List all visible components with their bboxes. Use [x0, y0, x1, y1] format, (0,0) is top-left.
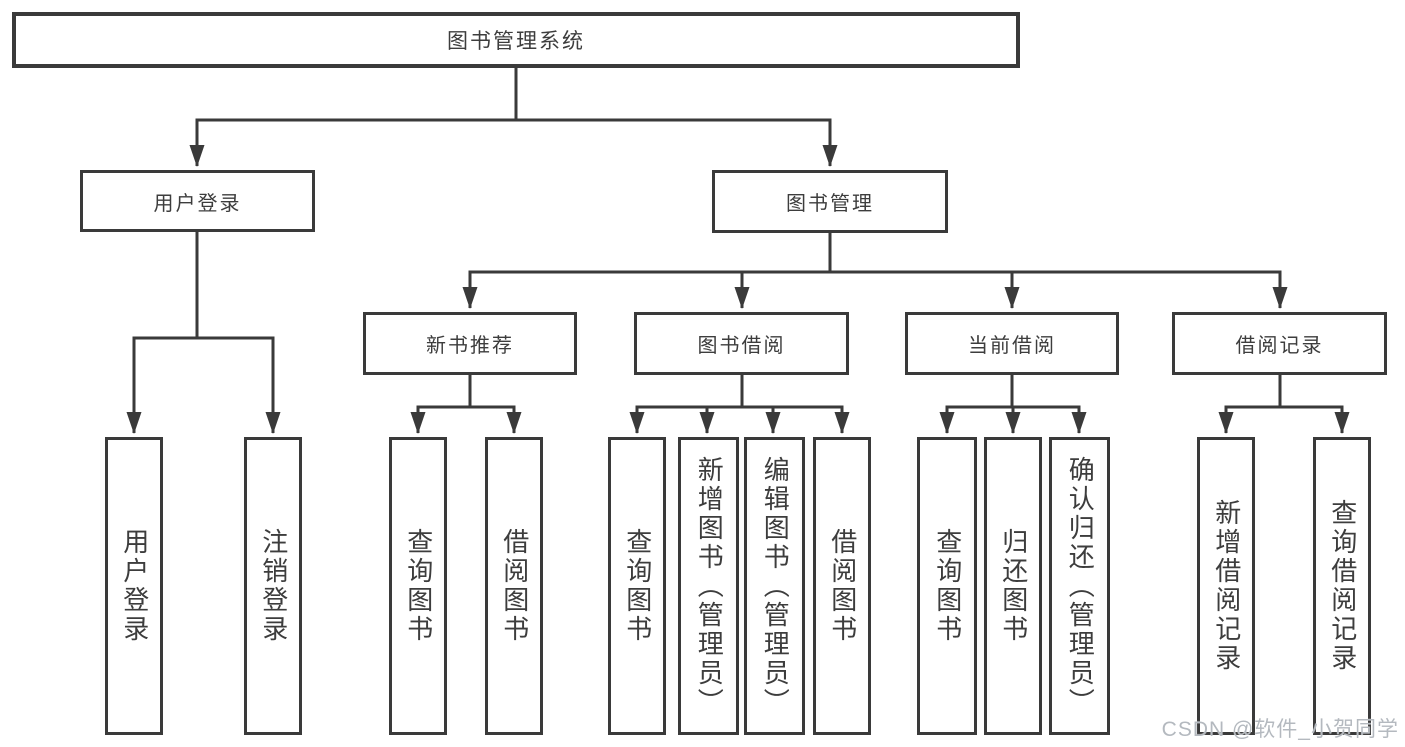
leaf-query-books-borrowing: 查询图书: [608, 437, 666, 735]
leaf-query-books-recommend: 查询图书: [389, 437, 447, 735]
node-user-login: 用户登录: [80, 170, 315, 232]
csdn-watermark: CSDN @软件_小贺同学: [1161, 718, 1399, 741]
node-new-book-recommendation: 新书推荐: [363, 312, 577, 375]
node-root-library-management-system: 图书管理系统: [12, 12, 1020, 68]
leaf-user-login: 用户登录: [105, 437, 163, 735]
leaf-borrow-books-recommend: 借阅图书: [485, 437, 543, 735]
node-borrowing-records: 借阅记录: [1172, 312, 1387, 375]
leaf-confirm-return-admin: 确认归还（管理员）: [1049, 437, 1110, 735]
leaf-query-books-current: 查询图书: [917, 437, 977, 735]
leaf-borrow-books: 借阅图书: [813, 437, 871, 735]
leaf-logout: 注销登录: [244, 437, 302, 735]
leaf-add-borrow-record: 新增借阅记录: [1197, 437, 1255, 735]
leaf-add-books-admin: 新增图书（管理员）: [678, 437, 739, 735]
node-current-borrowing: 当前借阅: [905, 312, 1119, 375]
node-book-management: 图书管理: [712, 170, 948, 233]
leaf-edit-books-admin: 编辑图书（管理员）: [744, 437, 805, 735]
leaf-query-borrow-record: 查询借阅记录: [1313, 437, 1371, 735]
leaf-return-books: 归还图书: [984, 437, 1042, 735]
node-book-borrowing: 图书借阅: [634, 312, 849, 375]
